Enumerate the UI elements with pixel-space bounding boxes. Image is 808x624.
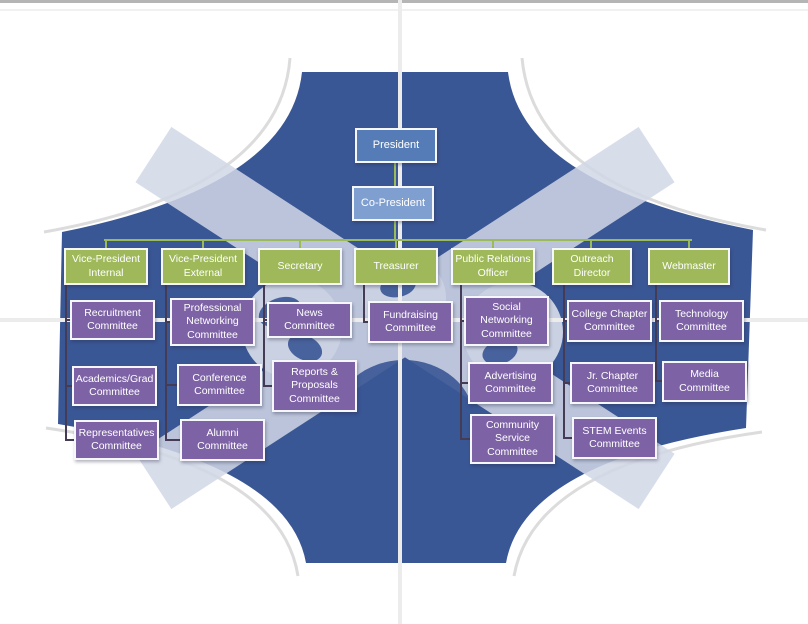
committee-box: STEM Events Committee <box>572 417 657 459</box>
connector <box>394 221 396 239</box>
officer-box-secretary: Secretary <box>258 248 342 285</box>
officer-box-outreach-director: Outreach Director <box>552 248 632 285</box>
committee-box: Jr. Chapter Committee <box>570 362 655 404</box>
connector <box>165 321 170 323</box>
connector <box>590 239 592 248</box>
committee-box: Conference Committee <box>177 364 262 406</box>
committee-box: Social Networking Committee <box>464 296 549 346</box>
top-border-strip <box>0 0 808 3</box>
officer-box-vp-external: Vice-President External <box>161 248 245 285</box>
connector <box>460 320 464 322</box>
connector <box>105 239 107 248</box>
connector <box>655 380 662 382</box>
committee-box: Media Committee <box>662 361 747 402</box>
connector-bus <box>104 239 692 241</box>
connector <box>263 319 267 321</box>
committee-box: Professional Networking Committee <box>170 298 255 346</box>
committee-box: News Committee <box>267 302 352 338</box>
president-box: President <box>355 128 437 163</box>
connector <box>263 285 265 386</box>
connector <box>165 285 167 440</box>
connector <box>65 319 70 321</box>
connector <box>263 385 272 387</box>
connector <box>492 239 494 248</box>
connector <box>363 321 368 323</box>
connector <box>460 382 468 384</box>
connector <box>655 285 657 381</box>
committee-box: Technology Committee <box>659 300 744 342</box>
connector <box>65 385 72 387</box>
committee-box: Reports & Proposals Committee <box>272 360 357 412</box>
officer-box-public-relations: Public Relations Officer <box>451 248 535 285</box>
connector <box>563 320 567 322</box>
connector <box>394 163 396 186</box>
connector <box>460 285 462 439</box>
connector <box>655 320 659 322</box>
connector <box>363 285 365 322</box>
committee-box: Fundraising Committee <box>368 301 453 343</box>
connector <box>65 285 67 440</box>
committee-box: Advertising Committee <box>468 362 553 404</box>
co-president-box: Co-President <box>352 186 434 221</box>
connector <box>460 438 470 440</box>
committee-box: Community Service Committee <box>470 414 555 464</box>
committee-box: Representatives Committee <box>74 420 159 460</box>
committee-box: Alumni Committee <box>180 419 265 461</box>
top-border-line <box>0 9 808 11</box>
officer-box-treasurer: Treasurer <box>354 248 438 285</box>
connector <box>563 382 570 384</box>
connector <box>165 384 177 386</box>
connector <box>299 239 301 248</box>
connector <box>202 239 204 248</box>
officer-box-vp-internal: Vice-President Internal <box>64 248 148 285</box>
connector <box>688 239 690 248</box>
connector <box>165 439 180 441</box>
committee-box: College Chapter Committee <box>567 300 652 342</box>
officer-box-webmaster: Webmaster <box>648 248 730 285</box>
committee-box: Academics/Grad Committee <box>72 366 157 406</box>
connector <box>563 437 572 439</box>
connector <box>563 285 565 438</box>
connector <box>395 239 397 248</box>
connector <box>65 439 74 441</box>
committee-box: Recruitment Committee <box>70 300 155 340</box>
